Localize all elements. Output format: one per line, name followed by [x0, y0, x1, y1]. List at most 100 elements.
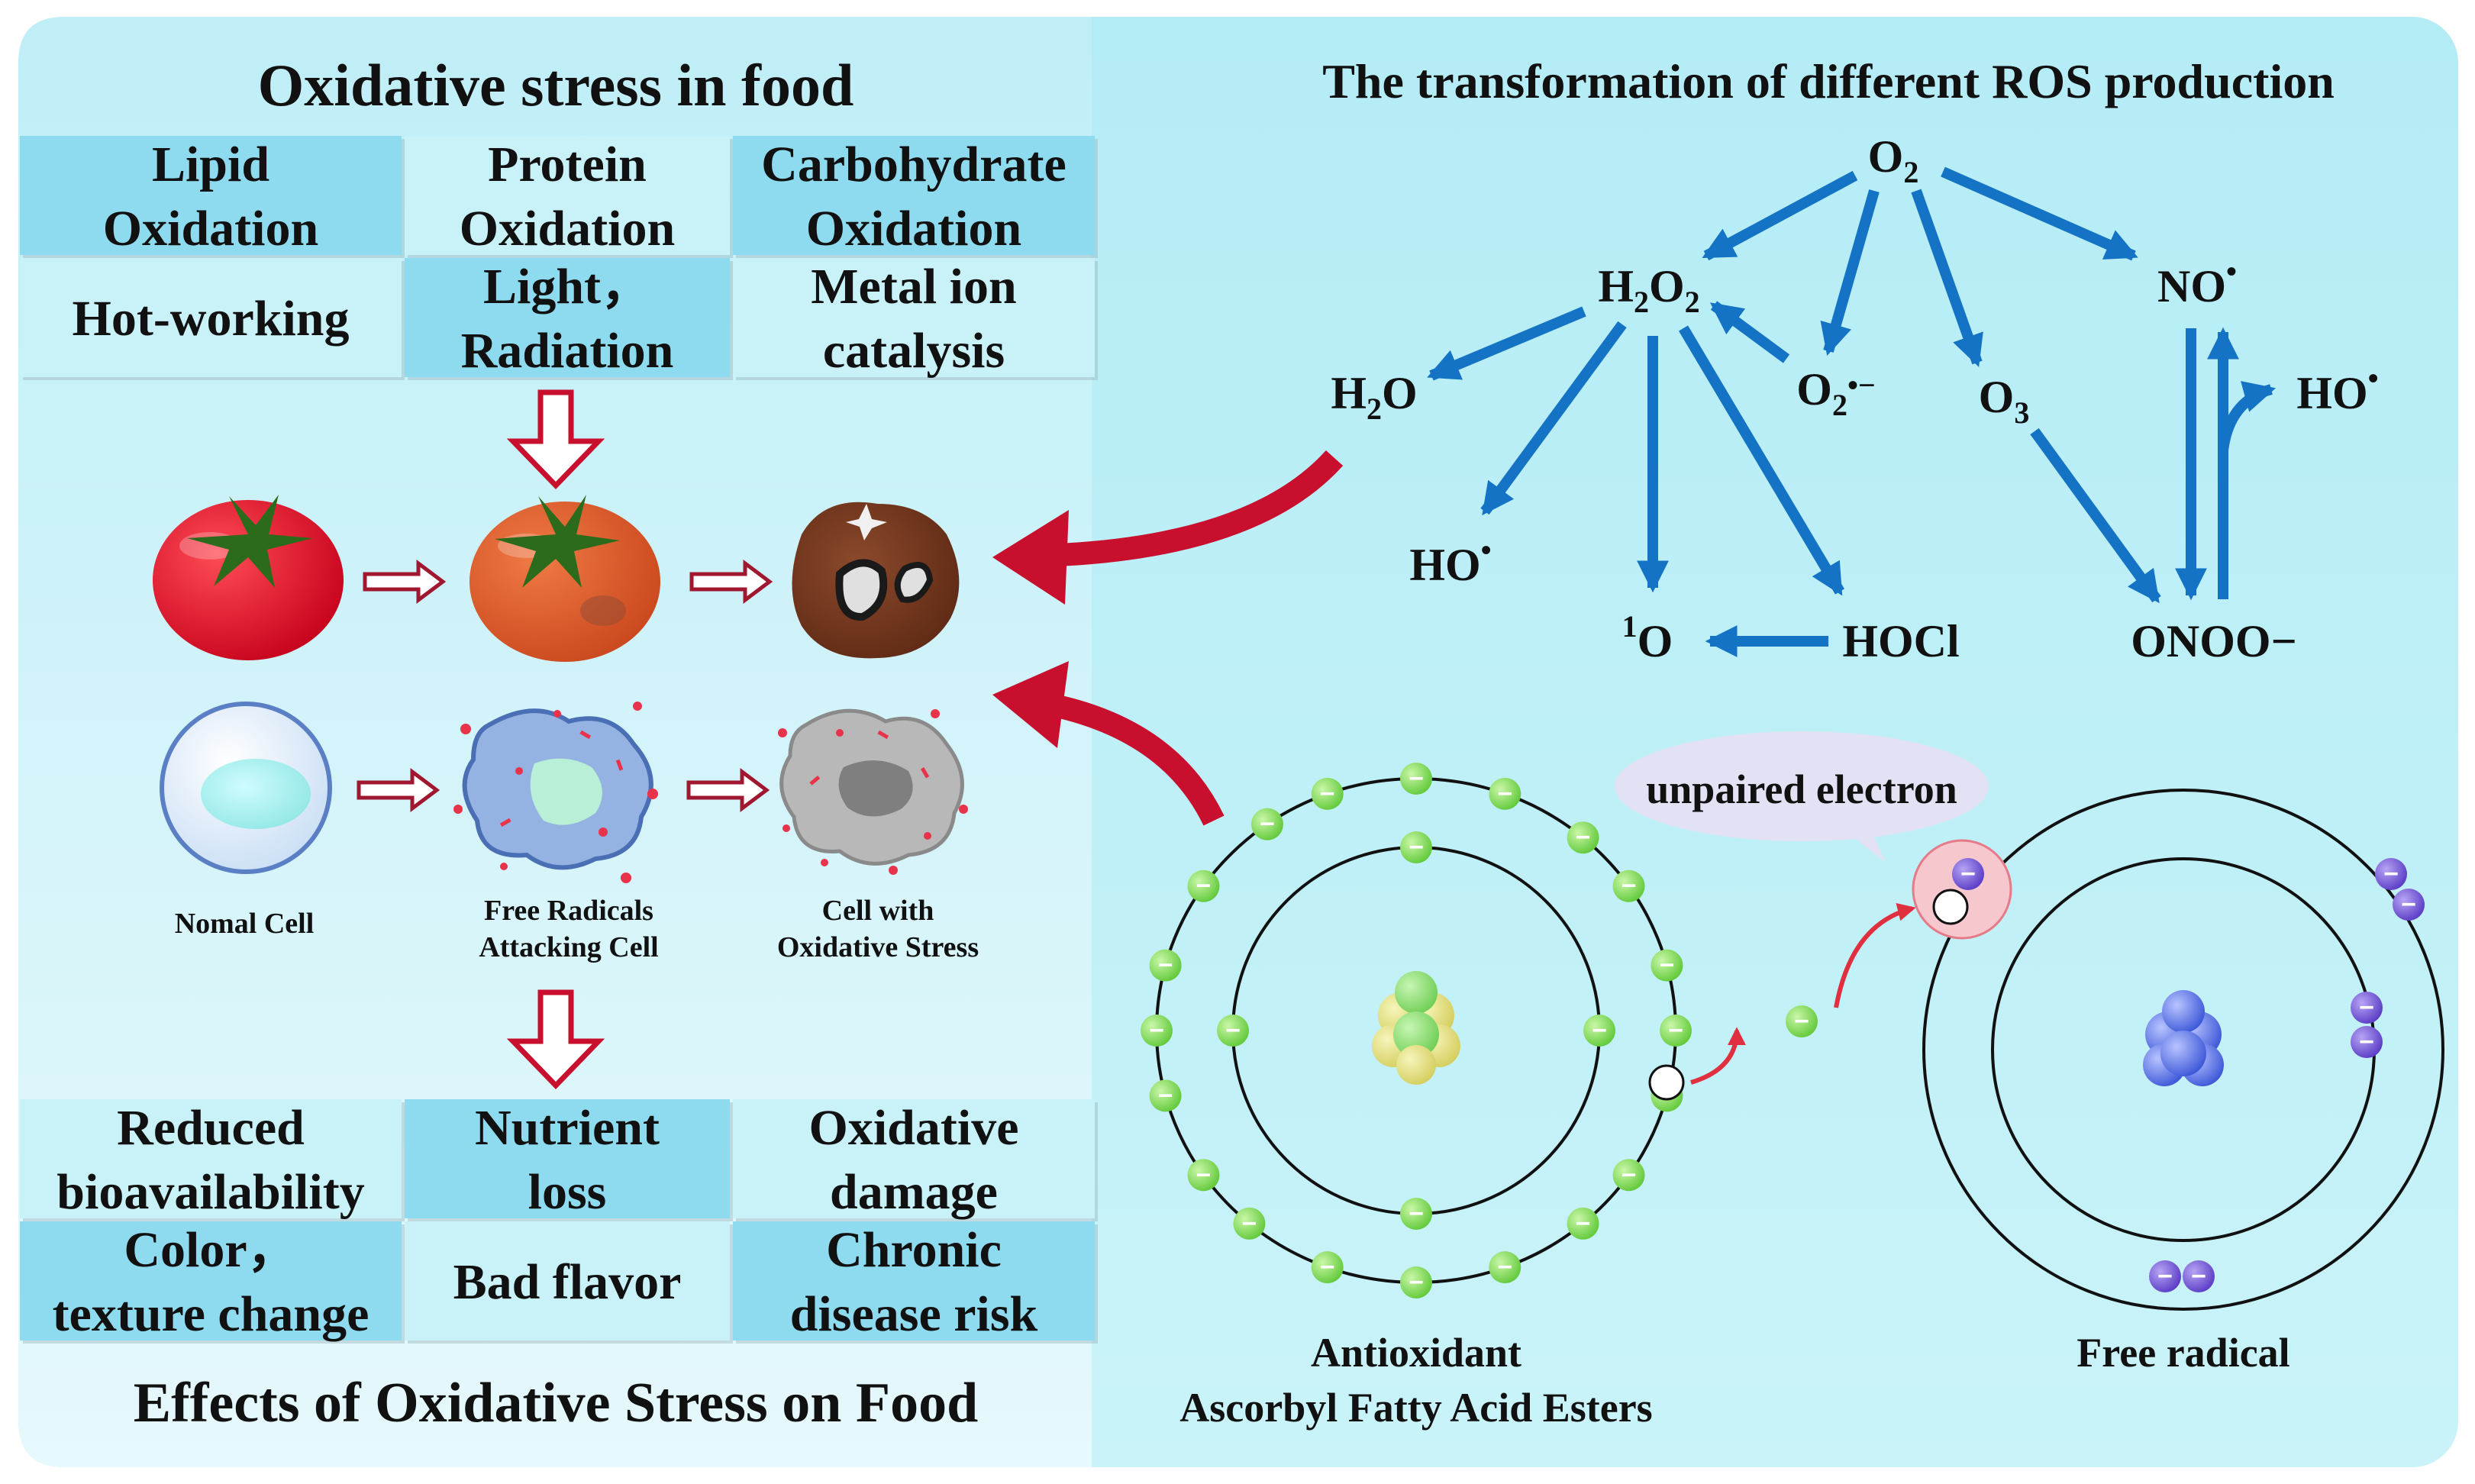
svg-text:−: −: [1409, 1268, 1424, 1297]
attacked-cell: [453, 702, 658, 883]
svg-text:−: −: [1576, 823, 1591, 852]
antioxidant-outer-electron-16: −: [1141, 1015, 1173, 1047]
effect-cell-4: Color，texture change: [20, 1221, 405, 1344]
cause-cell-3-line-1: Carbohydrate: [761, 137, 1066, 192]
cell-label-attacking-2: Attacking Cell: [479, 931, 658, 963]
antioxidant-outer-electron-9: −: [1567, 1207, 1599, 1240]
svg-text:−: −: [2401, 890, 2416, 919]
svg-text:−: −: [1794, 1007, 1809, 1036]
svg-text:−: −: [1242, 1209, 1257, 1238]
big-arrow-ros-head: [992, 510, 1069, 605]
ros-arrows: [1427, 166, 2277, 657]
electron-transfer-arrow-1: [1690, 1027, 1746, 1085]
antioxidant-outer-electron-4: −: [1612, 869, 1645, 902]
effect-cell-1-line-1: Reduced: [117, 1100, 305, 1156]
effect-cell-6-line-1: Chronic: [826, 1222, 1002, 1278]
species-singlet-o2: 1O: [1622, 609, 1673, 666]
arrow-o2-no: [1941, 166, 2138, 261]
effect-cell-5-line-1: Bad flavor: [453, 1254, 682, 1310]
svg-text:−: −: [2383, 860, 2399, 889]
radical-electron-2: −: [2375, 858, 2407, 890]
svg-text:−: −: [1621, 1160, 1637, 1189]
big-arrow-atom-head: [992, 661, 1069, 748]
down-arrow-causes: [506, 389, 605, 490]
transfer-electron: −: [1786, 1005, 1818, 1037]
antioxidant-label-2: Ascorbyl Fatty Acid Esters: [1179, 1385, 1652, 1431]
species-o2: O2: [1868, 131, 1919, 189]
radical-nucleus: [2143, 990, 2224, 1086]
svg-text:−: −: [1320, 1253, 1335, 1282]
cause-cell-2-line-1: Protein: [488, 137, 647, 192]
antioxidant-electrons: −−−−−−−−−−−−−−−−−−−−−−−−: [1141, 763, 1692, 1298]
antioxidant-outer-electron-3: −: [1567, 821, 1599, 854]
big-arrow-ros: [1037, 450, 1344, 567]
ros-panel-title: The transformation of different ROS prod…: [1322, 54, 2335, 108]
rotten-tomato: [792, 502, 960, 659]
species-onoo: ONOO−: [2131, 616, 2297, 666]
svg-text:−: −: [2359, 1028, 2374, 1057]
cause-cell-5-line-2: Radiation: [461, 323, 674, 379]
stressed-cell: [778, 708, 968, 875]
radical-electron-4: −: [2351, 992, 2383, 1024]
species-h2o: H2O: [1331, 368, 1417, 426]
radical-electron-5: −: [2351, 1026, 2383, 1058]
effect-cell-2-line-2: loss: [528, 1164, 607, 1220]
antioxidant-inner-electron-2: −: [1583, 1015, 1615, 1047]
arrow-h2o2-hocl: [1678, 325, 1845, 596]
cell-label-stressed-2: Oxidative Stress: [777, 931, 979, 963]
effect-cell-3: Oxidative damage: [733, 1099, 1098, 1221]
svg-text:−: −: [1497, 1253, 1512, 1282]
left-panel-footer: Effects of Oxidative Stress on Food: [134, 1372, 979, 1434]
svg-text:−: −: [1659, 951, 1674, 980]
species-superoxide: O2•−: [1796, 364, 1875, 422]
antioxidant-vacancy: [1648, 1064, 1685, 1101]
left-panel-title: Oxidative stress in food: [258, 52, 854, 118]
antioxidant-nucleus: [1372, 971, 1460, 1085]
radical-electron-3: −: [2393, 889, 2425, 921]
arrow-cell-2: [686, 768, 770, 812]
antioxidant-outer-electron-18: −: [1187, 869, 1220, 902]
arrow-tomato-2: [689, 560, 773, 604]
free-radical-label: Free radical: [2076, 1330, 2289, 1376]
cause-cell-6-line-2: catalysis: [823, 323, 1005, 379]
antioxidant-atom: −−−−−−−−−−−−−−−−−−−−−−−−: [1141, 763, 1692, 1298]
antioxidant-outer-electron-5: −: [1651, 949, 1683, 982]
down-arrow-effects: [506, 989, 605, 1090]
species-h2o2: H2O2: [1598, 261, 1699, 319]
unpaired-electron-callout: unpaired electron: [1615, 731, 1989, 863]
antioxidant-outer-electron-6: −: [1660, 1015, 1692, 1047]
svg-text:−: −: [1225, 1016, 1241, 1045]
effect-cell-3-line-1: Oxidative: [809, 1100, 1019, 1156]
antioxidant-outer-electron-1: −: [1400, 763, 1432, 795]
cause-cell-6: Metal ion catalysis: [733, 258, 1098, 380]
cause-cell-6-line-1: Metal ion: [811, 259, 1016, 315]
cause-cell-4: Hot-working: [20, 258, 405, 380]
svg-text:−: −: [2191, 1262, 2206, 1291]
big-arrow-atom: [1036, 691, 1225, 826]
svg-text:−: −: [1668, 1016, 1683, 1045]
svg-text:−: −: [2157, 1262, 2173, 1291]
arrow-o2-o3: [1911, 189, 1983, 367]
effect-cell-4-line-1: Color，: [124, 1222, 297, 1278]
svg-text:−: −: [1260, 810, 1275, 839]
svg-text:−: −: [1576, 1209, 1591, 1238]
radical-electron-7: −: [2183, 1260, 2215, 1292]
radical-vacancy: [1932, 889, 1969, 925]
effects-grid: ReducedbioavailabilityNutrientlossOxidat…: [20, 1099, 1098, 1344]
cause-cell-1-line-1: Lipid: [152, 137, 269, 192]
cause-cell-5: Light，Radiation: [405, 258, 733, 380]
svg-text:−: −: [1158, 951, 1173, 980]
effect-cell-3-line-2: damage: [830, 1164, 998, 1220]
cause-cell-2-line-2: Oxidation: [460, 201, 675, 256]
antioxidant-outer-electron-17: −: [1149, 949, 1182, 982]
species-ho-right: HO•: [2296, 361, 2378, 418]
svg-text:−: −: [1409, 833, 1424, 862]
arrow-onoo-ho: [2218, 381, 2277, 451]
antioxidant-inner-electron-3: −: [1400, 1198, 1432, 1230]
cell-label-normal-1: Nomal Cell: [175, 908, 315, 940]
